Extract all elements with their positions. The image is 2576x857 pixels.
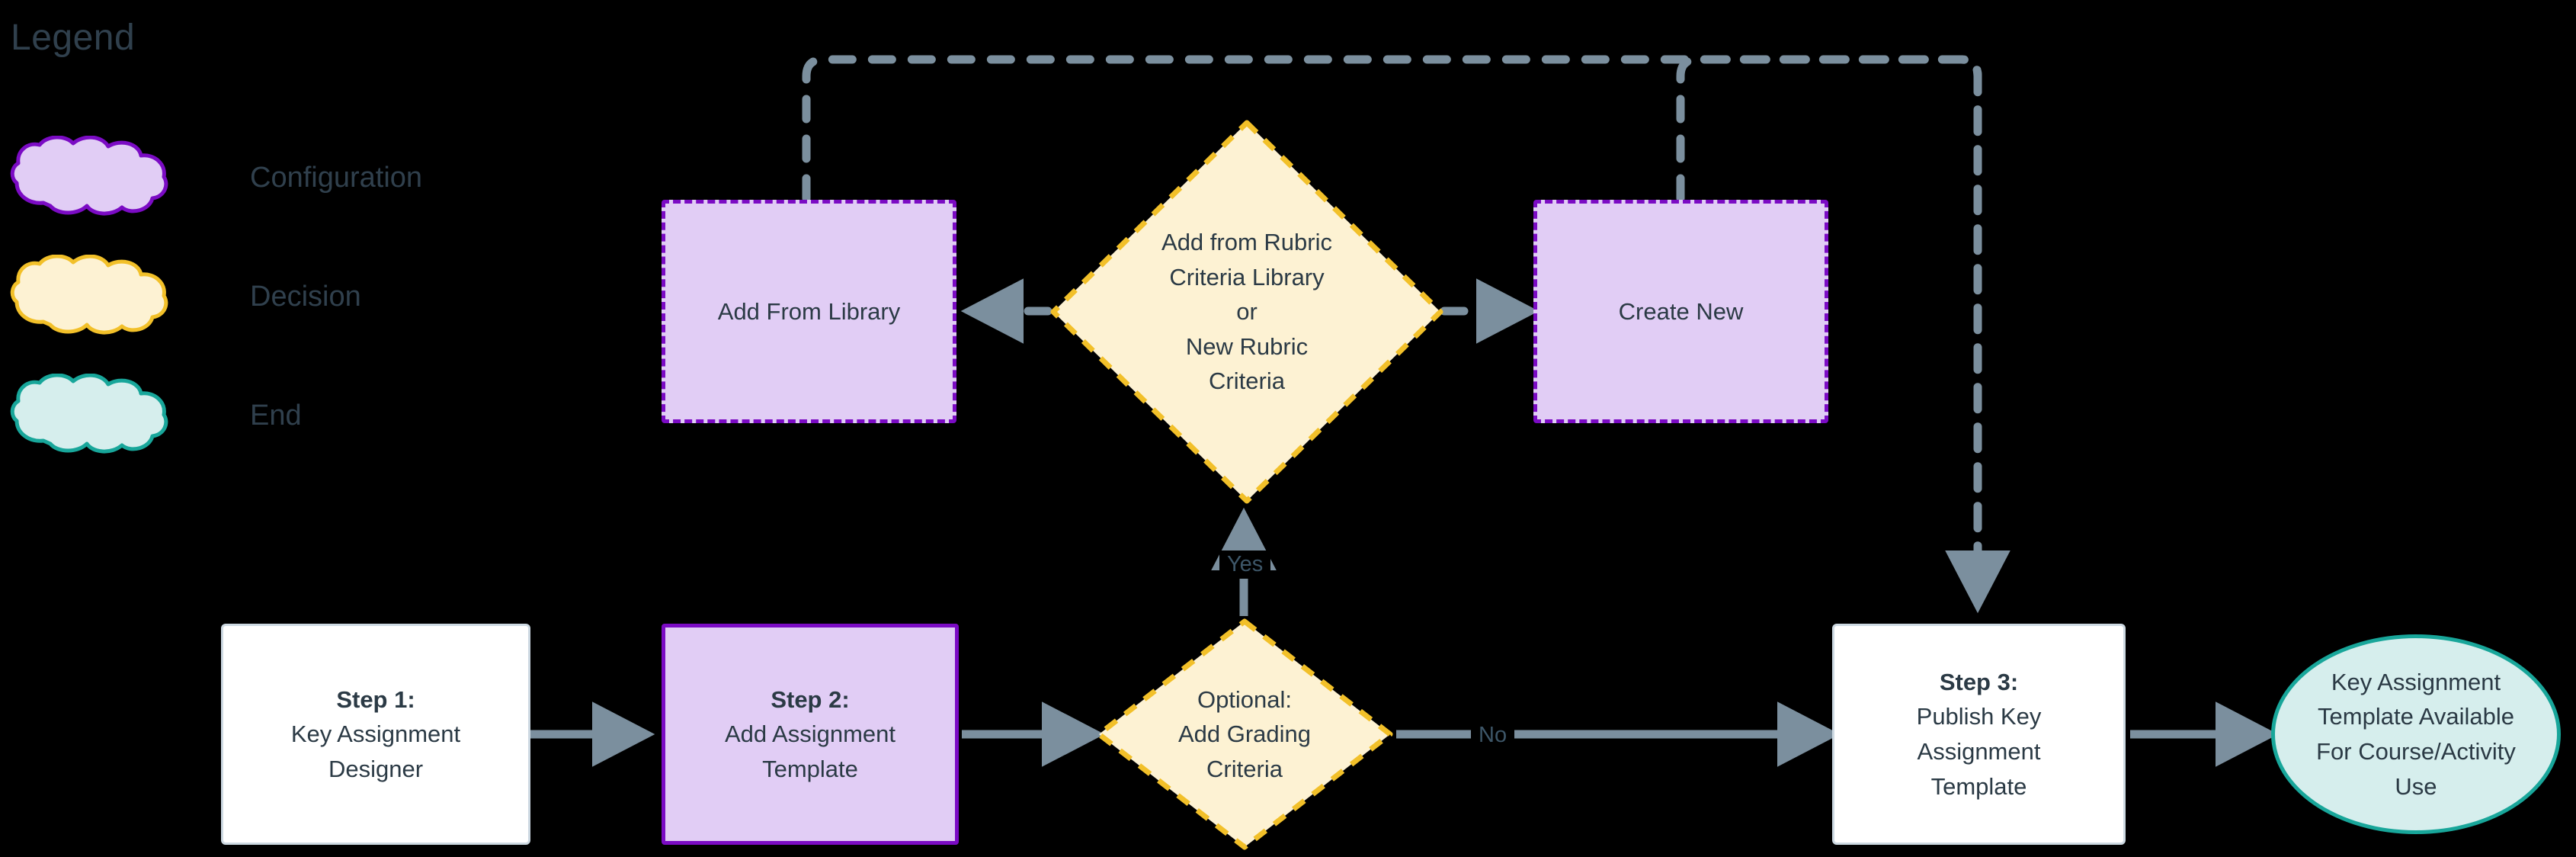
edge-label-yes: Yes [1219, 550, 1271, 579]
node-label-line: Template [1930, 772, 2027, 800]
node-end-key-assignment-available[interactable]: Key Assignment Template Available For Co… [2271, 634, 2561, 834]
node-label-line: Designer [328, 755, 424, 782]
node-create-new[interactable]: Create New [1533, 200, 1828, 423]
edge-createnew-to-step3 [1676, 55, 1982, 607]
node-label-line: Key Assignment [2331, 668, 2501, 695]
legend-label-end: End [250, 400, 302, 432]
node-add-from-library[interactable]: Add From Library [662, 200, 956, 423]
node-label-line: Publish Key [1916, 703, 2042, 730]
diamond-shape-grading [1096, 618, 1393, 850]
diamond-shape-rubric [1050, 120, 1443, 504]
edge-label-no: No [1471, 721, 1515, 749]
cloud-icon-decision [10, 255, 168, 335]
legend-title: Legend [11, 18, 136, 58]
node-rubric-decision[interactable]: Add from Rubric Criteria Library or New … [1049, 118, 1445, 506]
node-step1[interactable]: Step 1: Key Assignment Designer [221, 624, 530, 845]
node-label-line: Step 3: [1939, 668, 2019, 695]
node-label-line: Template Available [2318, 703, 2514, 730]
node-label-line: Use [2395, 772, 2437, 800]
node-label-line: For Course/Activity [2316, 738, 2516, 765]
legend-label-configuration: Configuration [250, 162, 423, 194]
cloud-icon-end [10, 374, 168, 454]
node-label-line: Assignment [1917, 738, 2041, 765]
node-label-line: Add Assignment [724, 721, 896, 748]
node-step3[interactable]: Step 3: Publish Key Assignment Template [1832, 624, 2126, 845]
node-label-line: Create New [1618, 297, 1744, 325]
node-label-line: Key Assignment [290, 721, 461, 748]
cloud-icon-configuration [10, 136, 168, 216]
node-label-line: Add From Library [717, 297, 901, 325]
legend-label-decision: Decision [250, 281, 361, 313]
node-label-line: Template [762, 755, 858, 782]
node-label-line: Step 1: [336, 685, 415, 713]
node-step2[interactable]: Step 2: Add Assignment Template [662, 624, 959, 845]
node-label-line: Step 2: [771, 685, 850, 713]
node-grading-decision[interactable]: Optional: Add Grading Criteria [1095, 618, 1394, 851]
